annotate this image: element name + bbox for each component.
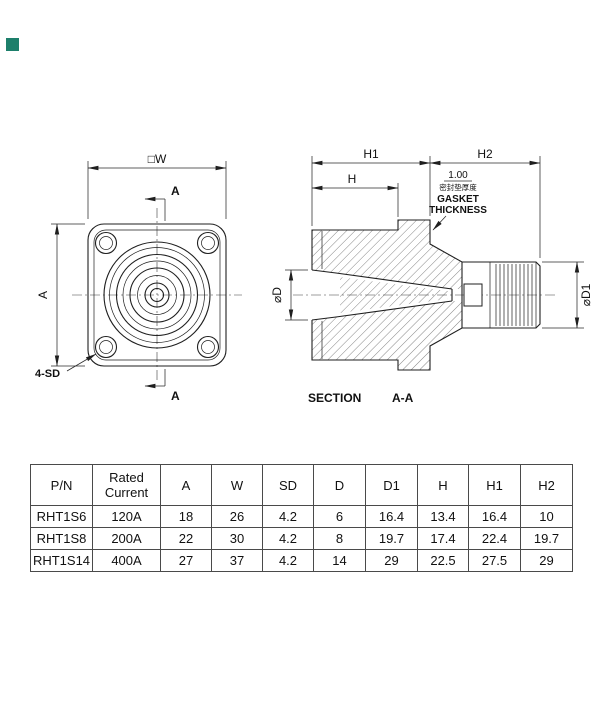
gasket-note-cn: 密封垫厚度 <box>439 182 477 192</box>
hatch-contact-cone <box>340 277 448 313</box>
col-header-d1: D1 <box>365 464 418 506</box>
table-row: RHT1S8 200A 22 30 4.2 8 19.7 17.4 22.4 1… <box>30 527 573 550</box>
col-header-h1: H1 <box>468 464 521 506</box>
cell-pn: RHT1S8 <box>30 527 93 550</box>
table-row: RHT1S6 120A 18 26 4.2 6 16.4 13.4 16.4 1… <box>30 505 573 528</box>
cell-a: 22 <box>160 527 212 550</box>
col-header-h: H <box>417 464 469 506</box>
section-arrow-top-label: A <box>171 184 180 198</box>
cell-h2: 10 <box>520 505 573 528</box>
cell-h: 17.4 <box>417 527 469 550</box>
dim-h2-label: H2 <box>477 147 493 161</box>
mounting-holes <box>94 231 220 359</box>
cell-d1: 19.7 <box>365 527 418 550</box>
bore-outline <box>311 269 453 321</box>
threaded-stud <box>461 262 537 328</box>
pin-hole <box>463 283 483 307</box>
cell-sd: 4.2 <box>262 527 314 550</box>
dim-h-group: H1 H2 H <box>311 147 541 258</box>
cell-h: 22.5 <box>417 549 469 572</box>
holes-note-label: 4-SD <box>35 368 60 380</box>
col-header-a: A <box>160 464 212 506</box>
cell-pn: RHT1S6 <box>30 505 93 528</box>
col-header-d: D <box>313 464 366 506</box>
cell-h: 13.4 <box>417 505 469 528</box>
cell-w: 37 <box>211 549 263 572</box>
col-header-rated-current: Rated Current <box>92 464 161 506</box>
col-header-sd: SD <box>262 464 314 506</box>
cell-current: 120A <box>92 505 161 528</box>
dim-h-label: H <box>348 172 357 186</box>
gasket-note: 1.00 密封垫厚度 GASKET THICKNESS <box>429 170 487 231</box>
cell-h1: 22.4 <box>468 527 521 550</box>
dim-w: □W <box>87 152 227 219</box>
cell-h2: 29 <box>520 549 573 572</box>
cell-h1: 16.4 <box>468 505 521 528</box>
dim-d: ⌀D <box>270 269 308 321</box>
section-view: H1 H2 H 1.00 密封垫厚度 GASKET THICKNESS ⌀D ⌀… <box>270 147 593 405</box>
cell-w: 26 <box>211 505 263 528</box>
table-header-row: P/N Rated Current A W SD D D1 H H1 H2 <box>30 464 573 506</box>
front-view: □W A 4-SD A A <box>35 152 242 403</box>
flange-inner-outline <box>93 229 221 361</box>
cell-d: 8 <box>313 527 366 550</box>
dim-d1-label: ⌀D1 <box>579 283 593 306</box>
cell-d1: 16.4 <box>365 505 418 528</box>
holes-note: 4-SD <box>35 353 97 380</box>
cell-d1: 29 <box>365 549 418 572</box>
hatch-top-wall <box>312 220 462 289</box>
section-caption-word: SECTION <box>308 391 361 405</box>
body-outline <box>311 219 541 371</box>
gasket-value: 1.00 <box>448 170 468 181</box>
cell-a: 27 <box>160 549 212 572</box>
gasket-note-en-line2: THICKNESS <box>429 205 487 216</box>
dim-a: A <box>36 223 85 367</box>
cell-pn: RHT1S14 <box>30 549 93 572</box>
table-row: RHT1S14 400A 27 37 4.2 14 29 22.5 27.5 2… <box>30 549 573 572</box>
cell-current: 200A <box>92 527 161 550</box>
section-cut-marks: A A <box>144 184 180 403</box>
cell-a: 18 <box>160 505 212 528</box>
cell-d: 14 <box>313 549 366 572</box>
spec-table: P/N Rated Current A W SD D D1 H H1 H2 RH… <box>30 464 573 572</box>
dim-d1: ⌀D1 <box>542 261 593 329</box>
cell-sd: 4.2 <box>262 505 314 528</box>
cell-current: 400A <box>92 549 161 572</box>
cell-h2: 19.7 <box>520 527 573 550</box>
hatch-bottom-wall <box>312 301 462 370</box>
technical-drawing: □W A 4-SD A A <box>35 147 593 405</box>
section-caption-cut: A-A <box>392 391 414 405</box>
col-header-h2: H2 <box>520 464 573 506</box>
section-arrow-bottom-label: A <box>171 389 180 403</box>
cell-w: 30 <box>211 527 263 550</box>
col-header-w: W <box>211 464 263 506</box>
dim-h1-label: H1 <box>363 147 379 161</box>
dim-d-label: ⌀D <box>270 287 284 303</box>
col-header-pn: P/N <box>30 464 93 506</box>
section-caption: SECTION A-A <box>308 391 414 405</box>
green-corner-marker <box>6 38 19 51</box>
cell-h1: 27.5 <box>468 549 521 572</box>
cell-sd: 4.2 <box>262 549 314 572</box>
dim-w-label: □W <box>148 152 167 166</box>
connector-rings <box>103 241 211 349</box>
cell-d: 6 <box>313 505 366 528</box>
dim-a-label: A <box>36 291 50 299</box>
gasket-note-en-line1: GASKET <box>437 194 479 205</box>
flange-outline <box>87 223 227 367</box>
